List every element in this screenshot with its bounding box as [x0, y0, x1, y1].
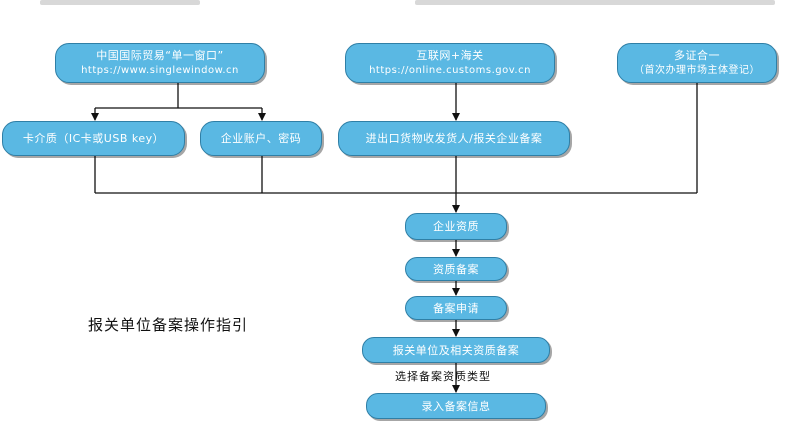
node-customs-unit-filing: 报关单位及相关资质备案 [362, 337, 550, 363]
card-medium-label: 卡介质（IC卡或USB key） [22, 132, 165, 145]
edge-label-select-type: 选择备案资质类型 [395, 370, 491, 383]
customs-unit-filing-label: 报关单位及相关资质备案 [392, 343, 520, 357]
cropped-header-left [40, 0, 200, 5]
node-multi-cert: 多证合一 （首次办理市场主体登记） [617, 43, 777, 83]
node-enterprise-qualification: 企业资质 [405, 213, 507, 240]
internet-customs-url: https://online.customs.gov.cn [369, 65, 531, 76]
filing-application-label: 备案申请 [433, 301, 479, 315]
node-single-window: 中国国际贸易“单一窗口” https://www.singlewindow.cn [55, 43, 265, 83]
node-account-password: 企业账户、密码 [200, 121, 322, 156]
single-window-url: https://www.singlewindow.cn [81, 65, 239, 76]
cropped-header-right [415, 0, 775, 5]
qualification-filing-label: 资质备案 [433, 262, 479, 276]
node-internet-customs: 互联网+海关 https://online.customs.gov.cn [345, 43, 555, 83]
internet-customs-title: 互联网+海关 [416, 49, 484, 62]
diagram-title: 报关单位备案操作指引 [88, 316, 249, 334]
single-window-title: 中国国际贸易“单一窗口” [96, 49, 224, 62]
node-enter-filing-info: 录入备案信息 [366, 393, 546, 419]
node-card-medium: 卡介质（IC卡或USB key） [2, 121, 185, 156]
multi-cert-subtitle: （首次办理市场主体登记） [634, 65, 760, 76]
account-password-label: 企业账户、密码 [220, 132, 302, 145]
node-filing-application: 备案申请 [405, 296, 507, 320]
import-export-filing-label: 进出口货物收发货人/报关企业备案 [365, 132, 543, 145]
multi-cert-title: 多证合一 [674, 49, 720, 62]
node-qualification-filing: 资质备案 [405, 257, 507, 281]
enterprise-qualification-label: 企业资质 [433, 220, 479, 233]
node-import-export-filing: 进出口货物收发货人/报关企业备案 [338, 121, 570, 156]
enter-filing-info-label: 录入备案信息 [421, 399, 491, 413]
